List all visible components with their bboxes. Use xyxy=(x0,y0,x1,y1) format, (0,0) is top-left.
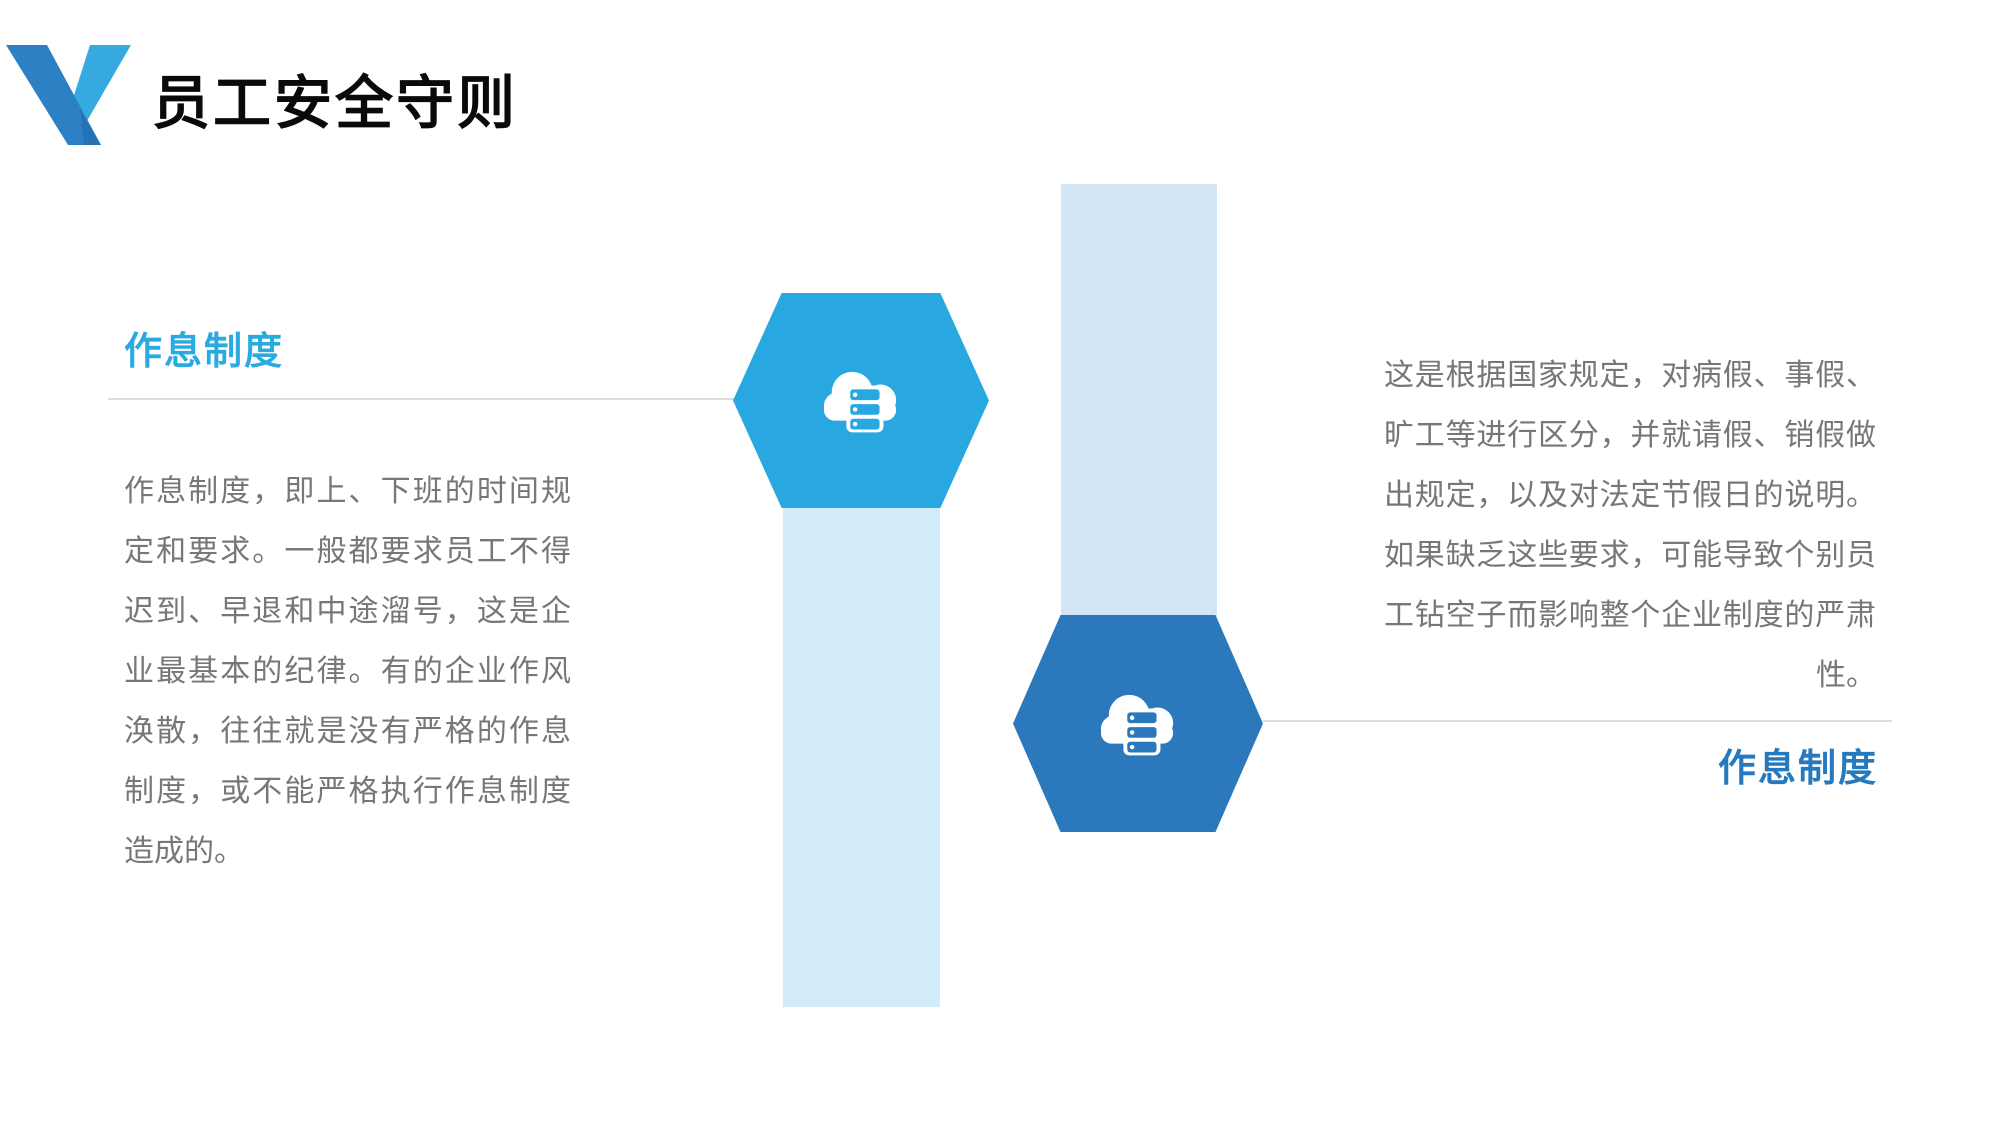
v-logo-icon xyxy=(6,45,131,145)
hexagon-node-1 xyxy=(733,293,989,508)
cloud-server-icon xyxy=(1100,695,1174,756)
bottom-vertical-bar xyxy=(783,500,940,1007)
left-divider-line xyxy=(108,398,734,400)
cloud-server-icon xyxy=(823,372,897,433)
left-section-body: 作息制度，即上、下班的时间规定和要求。一般都要求员工不得迟到、早退和中途溜号，这… xyxy=(124,475,571,868)
right-divider-line xyxy=(1263,720,1892,722)
top-vertical-bar xyxy=(1061,184,1217,618)
right-section-heading: 作息制度 xyxy=(1717,748,1878,790)
right-section-body: 这是根据国家规定，对病假、事假、旷工等进行区分，并就请假、销假做出规定，以及对法… xyxy=(1384,359,1876,692)
left-section-heading: 作息制度 xyxy=(124,331,285,373)
slide-title: 员工安全守则 xyxy=(152,71,519,136)
hexagon-node-2 xyxy=(1013,615,1263,832)
